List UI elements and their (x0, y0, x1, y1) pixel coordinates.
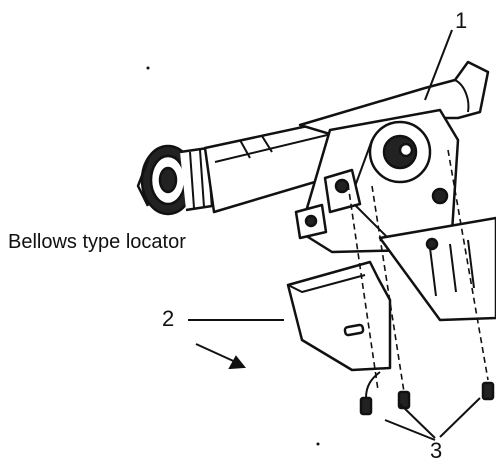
leader-1 (424, 29, 453, 101)
leader-3c (439, 397, 481, 438)
callout-2: 2 (162, 306, 174, 331)
lower-housing (378, 216, 496, 322)
lower-trim-cover (286, 260, 392, 372)
stray-dot (316, 442, 320, 446)
stray-dot (146, 66, 150, 70)
leader-3a (384, 419, 436, 441)
fastener-screws (359, 381, 495, 416)
callout-1: 1 (455, 8, 467, 33)
leader-lines (188, 29, 481, 441)
leader-3b (399, 403, 436, 439)
steering-column-assembly (136, 60, 496, 416)
arrowhead (228, 355, 246, 370)
callout-3: 3 (430, 438, 442, 460)
alignment-lines (347, 149, 489, 393)
direction-arrow (195, 343, 241, 365)
bellows-coupler (136, 144, 214, 216)
bellows-caption: Bellows type locator (8, 231, 186, 253)
